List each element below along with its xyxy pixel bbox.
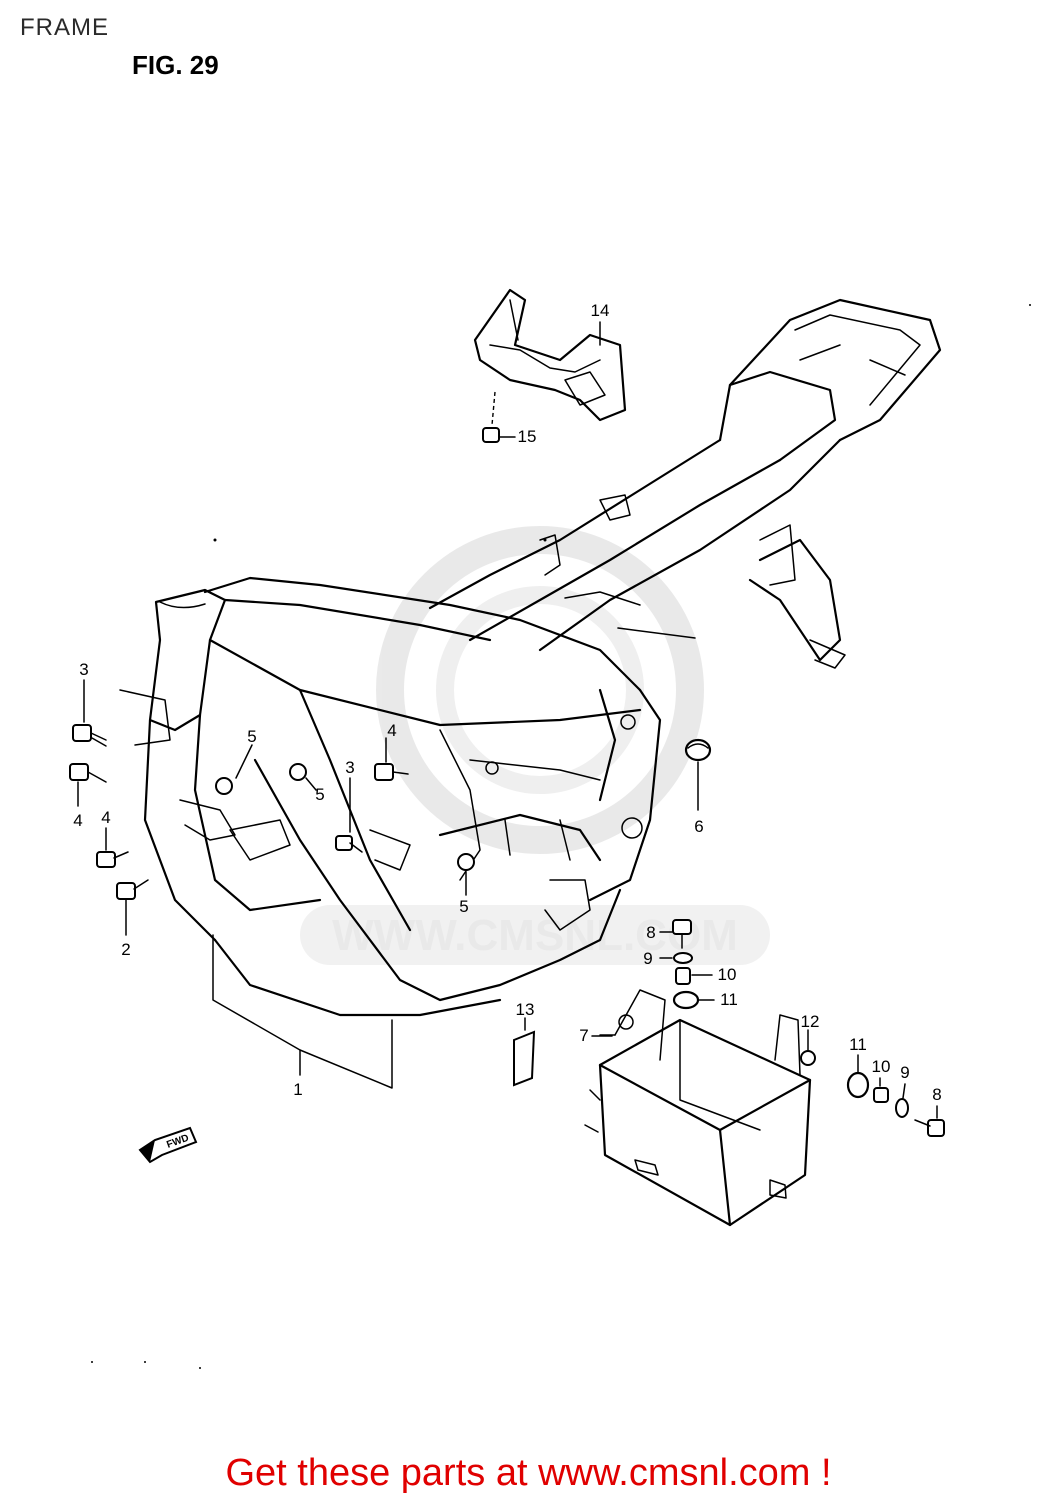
- callout-4-mid[interactable]: 4: [387, 721, 396, 740]
- callout-9-right[interactable]: 9: [900, 1063, 909, 1082]
- nut-part-5-mid[interactable]: [289, 763, 317, 791]
- battery-holder-part-7[interactable]: [584, 989, 812, 1227]
- callout-6[interactable]: 6: [694, 817, 703, 836]
- callout-8-top[interactable]: 8: [646, 923, 655, 942]
- grommet-part-11-right[interactable]: [846, 1054, 870, 1099]
- callout-15[interactable]: 15: [518, 427, 537, 446]
- bolt-part-2[interactable]: [116, 879, 149, 936]
- nut-part-5-left[interactable]: [215, 744, 253, 795]
- main-frame[interactable]: [119, 298, 942, 1017]
- bolt-part-15[interactable]: [482, 391, 500, 443]
- bolt-part-8-right[interactable]: [914, 1119, 945, 1137]
- callout-10-right[interactable]: 10: [872, 1057, 891, 1076]
- callout-4-left-upper[interactable]: 4: [73, 811, 82, 830]
- callout-3-mid[interactable]: 3: [345, 758, 354, 777]
- part-1-bracket: [212, 934, 393, 1089]
- callout-5-mid[interactable]: 5: [315, 785, 324, 804]
- washer-part-9-top[interactable]: [673, 952, 693, 964]
- bolt-part-3-mid[interactable]: [335, 777, 363, 853]
- label-part-13[interactable]: [513, 1017, 536, 1087]
- frame-parts-diagram: WWW.CMSNL.COM: [69, 288, 1031, 1369]
- callout-13[interactable]: 13: [516, 1000, 535, 1019]
- nut-part-12[interactable]: [800, 1029, 816, 1066]
- callout-1[interactable]: 1: [293, 1080, 302, 1099]
- callout-5-lower[interactable]: 5: [459, 897, 468, 916]
- fwd-arrow-badge: FWD: [138, 1126, 198, 1164]
- washer-part-9-right[interactable]: [895, 1098, 909, 1118]
- section-title: FRAME: [20, 14, 109, 41]
- bolt-part-4-left-lower[interactable]: [96, 827, 129, 868]
- callout-12[interactable]: 12: [801, 1012, 820, 1031]
- get-parts-link[interactable]: Get these parts at www.cmsnl.com !: [225, 1452, 832, 1494]
- callout-9-top[interactable]: 9: [643, 949, 652, 968]
- callout-7[interactable]: 7: [579, 1026, 588, 1045]
- collar-part-10-right[interactable]: [873, 1087, 889, 1103]
- leader-lines: [499, 321, 938, 1119]
- watermark-text: WWW.CMSNL.COM: [332, 911, 738, 960]
- callout-8-right[interactable]: 8: [932, 1085, 941, 1104]
- bracket-part-14[interactable]: [473, 288, 627, 422]
- bolt-part-4-left-upper[interactable]: [69, 763, 107, 807]
- grommet-part-6[interactable]: [684, 738, 712, 811]
- callout-11-top[interactable]: 11: [720, 990, 738, 1009]
- scan-specks: [91, 304, 1031, 1369]
- bolt-part-4-mid[interactable]: [374, 737, 409, 781]
- callout-10-top[interactable]: 10: [718, 965, 737, 984]
- nut-part-5-lower[interactable]: [457, 853, 475, 896]
- callout-3-left[interactable]: 3: [79, 660, 88, 679]
- callout-4-left-lower[interactable]: 4: [101, 808, 110, 827]
- figure-label: FIG. 29: [132, 50, 219, 80]
- bolt-part-8-top[interactable]: [672, 919, 692, 949]
- callout-11-right[interactable]: 11: [849, 1035, 867, 1054]
- callout-2[interactable]: 2: [121, 940, 130, 959]
- callout-labels: 1 2 3 3 4 4 4 5 5 5 6 7 8 8 9 9 10 10 11…: [73, 301, 941, 1104]
- grommet-part-11-top[interactable]: [672, 990, 700, 1010]
- watermark: WWW.CMSNL.COM: [300, 526, 770, 965]
- callout-14[interactable]: 14: [591, 301, 610, 320]
- collar-part-10-top[interactable]: [675, 967, 691, 985]
- bolt-part-3-left[interactable]: [72, 679, 107, 747]
- callout-5-left[interactable]: 5: [247, 727, 256, 746]
